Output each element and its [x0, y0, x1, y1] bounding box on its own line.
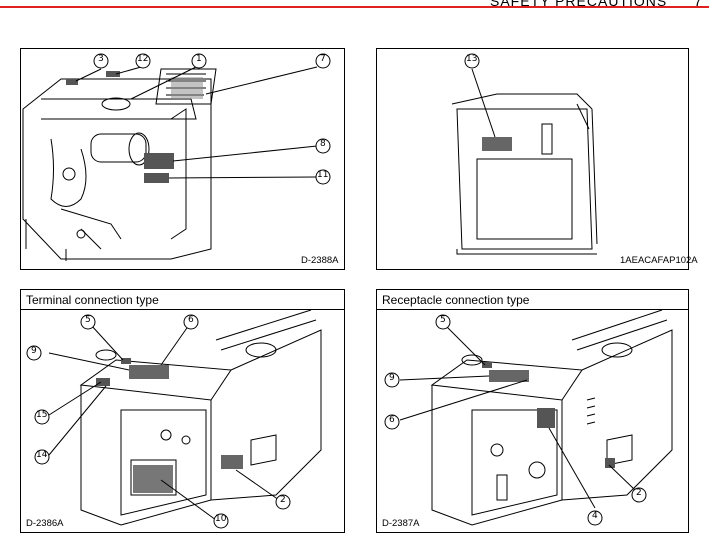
callout-6: 6: [389, 415, 395, 425]
panel-bottom-right: Receptacle connection type: [376, 289, 689, 533]
callout-12: 12: [137, 54, 149, 64]
terminal-type-illustration: [26, 309, 322, 529]
page-header: SAFETY PRECAUTIONS 7: [0, 0, 709, 16]
figure-code: D-2386A: [26, 518, 64, 529]
callout-3: 3: [98, 54, 104, 64]
callout-5: 5: [440, 315, 446, 325]
callout-11: 11: [317, 170, 329, 180]
figure-code: D-2387A: [382, 518, 420, 529]
panel-bottom-left: Terminal connection type: [20, 289, 345, 533]
engine-bay-illustration: [22, 53, 331, 261]
callout-2: 2: [280, 495, 286, 505]
panel-title: Terminal connection type: [21, 290, 344, 310]
callout-9: 9: [31, 346, 37, 356]
callout-circle: [93, 53, 109, 69]
header-rule: [0, 6, 709, 8]
callout-2: 2: [636, 488, 642, 498]
receptacle-type-illustration: [384, 309, 673, 526]
callout-1: 1: [196, 54, 202, 64]
panel-title: Receptacle connection type: [377, 290, 688, 310]
rear-view-illustration: [451, 53, 598, 255]
callout-13: 13: [466, 54, 478, 64]
callout-7: 7: [320, 54, 326, 64]
panel-top-right: 13 1AEACAFAP102A: [376, 48, 698, 270]
page-number: 7: [694, 0, 702, 9]
callout-5: 5: [85, 315, 91, 325]
panel-top-left: 3 12 1 7 8 11 D-2388A: [20, 48, 345, 270]
figure-code: D-2388A: [301, 255, 339, 266]
callout-9: 9: [389, 373, 395, 383]
callout-4: 4: [592, 511, 598, 521]
callout-15: 15: [36, 410, 48, 420]
callout-6: 6: [188, 315, 194, 325]
figure-code: 1AEACAFAP102A: [620, 255, 698, 266]
callout-8: 8: [320, 139, 326, 149]
section-title: SAFETY PRECAUTIONS: [490, 0, 668, 9]
callout-14: 14: [36, 450, 48, 460]
callout-10: 10: [215, 514, 227, 524]
